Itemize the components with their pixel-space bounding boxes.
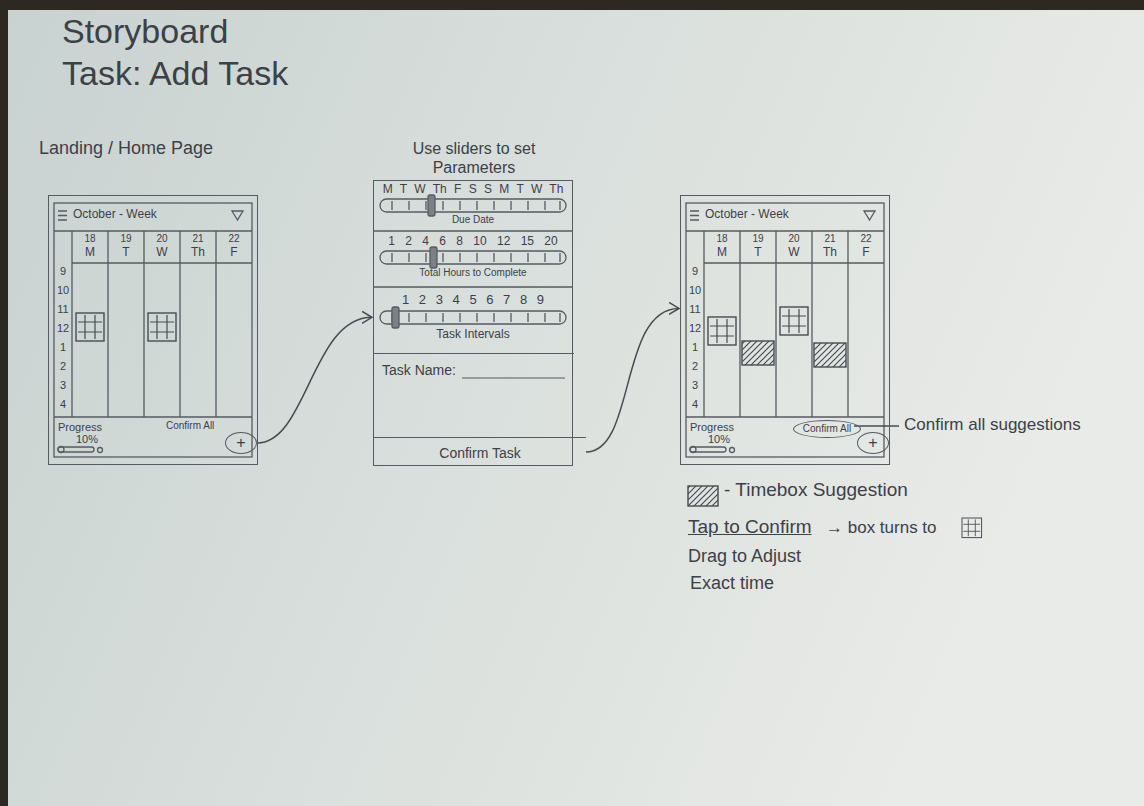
- sketch-label: 1: [692, 341, 698, 354]
- input-underline: [462, 377, 565, 378]
- sketch-label: Total Hours to Complete: [419, 267, 526, 279]
- sketch-label: 19: [752, 233, 763, 245]
- leader-line: [854, 425, 899, 426]
- flow-arrow: [586, 308, 679, 452]
- sketch-label: 11: [689, 303, 700, 316]
- button-label: Confirm All: [794, 423, 860, 435]
- sketch-label: 19: [120, 233, 131, 245]
- sketch-label: 1: [60, 341, 66, 354]
- sketch-label: 20: [156, 233, 167, 245]
- sketch-label: M: [717, 246, 727, 260]
- confirmed-icon: [962, 518, 982, 538]
- sketch-label: 1 2 3 4 5 6 7 8 9: [402, 293, 544, 308]
- sketch-label: M T W Th F S S M T W Th: [383, 183, 564, 197]
- sketch-label: 18: [716, 233, 727, 245]
- add-button: +: [225, 432, 257, 454]
- confirmed-timebox: [780, 307, 808, 335]
- sketch-label: F: [862, 246, 869, 260]
- sketch-label: Tap to Confirm: [688, 516, 812, 538]
- input-field: Task Name:: [374, 353, 574, 437]
- sketch-label: W: [788, 246, 799, 260]
- screen-heading: Use sliders to set Parameters: [384, 140, 564, 177]
- sketch-part: [380, 199, 566, 212]
- sketch-label: T: [122, 246, 129, 260]
- sketch-label: 22: [860, 233, 871, 245]
- sketch-label: F: [230, 246, 237, 260]
- sketch-label: Task Intervals: [436, 328, 509, 342]
- sketch-label: 1 2 4 6 8 10 12 15 20: [388, 235, 557, 249]
- header-title: October - Week: [73, 208, 157, 222]
- add-button: +: [857, 432, 889, 454]
- sketch-label: Progress: [690, 421, 734, 434]
- sketch-label: Confirm all suggestions: [904, 415, 1081, 435]
- sketch-label: 3: [692, 379, 698, 392]
- suggested-timebox: [742, 341, 774, 365]
- sketch-label: Due Date: [452, 214, 494, 226]
- sketch-part: [392, 201, 560, 210]
- sketch-label: 20: [788, 233, 799, 245]
- sketch-label: W: [156, 246, 167, 260]
- sketch-label: 22: [228, 233, 239, 245]
- header-title: October - Week: [705, 208, 789, 222]
- sketch-label: 21: [192, 233, 203, 245]
- sketch-label: Drag to Adjust: [688, 546, 801, 567]
- sketch-part: [392, 307, 399, 328]
- legend-text: - Timebox Suggestion: [724, 479, 908, 501]
- sketch-part: [430, 247, 437, 268]
- calendar-sketch: [54, 203, 252, 457]
- paper-sheet: [8, 10, 1144, 806]
- sketch-label: 12: [689, 322, 701, 335]
- page-title: Storyboard: [62, 12, 228, 51]
- sketch-label: → box turns to: [826, 518, 937, 538]
- confirm-button: Confirm Task: [374, 437, 586, 467]
- button-label: Confirm Task: [374, 444, 586, 460]
- sketch-label: 10%: [76, 433, 98, 446]
- sketch-label: Exact time: [690, 573, 774, 594]
- sketch-label: Confirm All: [166, 420, 214, 432]
- calendar-sketch: [686, 203, 884, 457]
- screen-heading: Landing / Home Page: [39, 138, 213, 159]
- sketch-label: 10%: [708, 433, 730, 446]
- field-label: Task Name:: [382, 362, 456, 378]
- confirm-all-button: Confirm All: [793, 420, 861, 438]
- sketch-label: 4: [60, 398, 66, 411]
- sketch-label: 3: [60, 379, 66, 392]
- sketch-label: 10: [57, 284, 69, 297]
- sketch-label: T: [754, 246, 761, 260]
- sketch-label: Th: [191, 246, 205, 260]
- separator-line: [373, 231, 573, 287]
- sketch-label: M: [85, 246, 95, 260]
- flow-arrow: [257, 317, 372, 443]
- sketch-label: 2: [692, 360, 698, 373]
- confirmed-timebox: [708, 317, 736, 345]
- sketch-label: Th: [823, 246, 837, 260]
- slider-sketch: [380, 195, 566, 328]
- sketch-part: [380, 311, 566, 324]
- sketch-label: 2: [60, 360, 66, 373]
- sketch-label: 9: [692, 265, 698, 278]
- sketch-label: 4: [692, 398, 698, 411]
- sketch-label: 12: [57, 322, 69, 335]
- legend-swatch: [688, 486, 718, 506]
- sketch-part: [392, 253, 560, 262]
- suggested-timebox: [814, 343, 846, 367]
- sketch-label: 9: [60, 265, 66, 278]
- sketch-label: 10: [689, 284, 701, 297]
- sketch-label: 11: [57, 303, 68, 316]
- sketch-part: [392, 313, 560, 322]
- sketch-label: 18: [84, 233, 95, 245]
- sketch-part: [428, 195, 435, 216]
- sketch-label: Task: Add Task: [62, 54, 288, 93]
- sketch-part: [380, 251, 566, 264]
- confirmed-timebox: [76, 313, 104, 341]
- button-symbol: +: [226, 434, 256, 452]
- confirmed-timebox: [148, 313, 176, 341]
- button-symbol: +: [858, 434, 888, 452]
- sketch-label: 21: [824, 233, 835, 245]
- sketch-label: Progress: [58, 421, 102, 434]
